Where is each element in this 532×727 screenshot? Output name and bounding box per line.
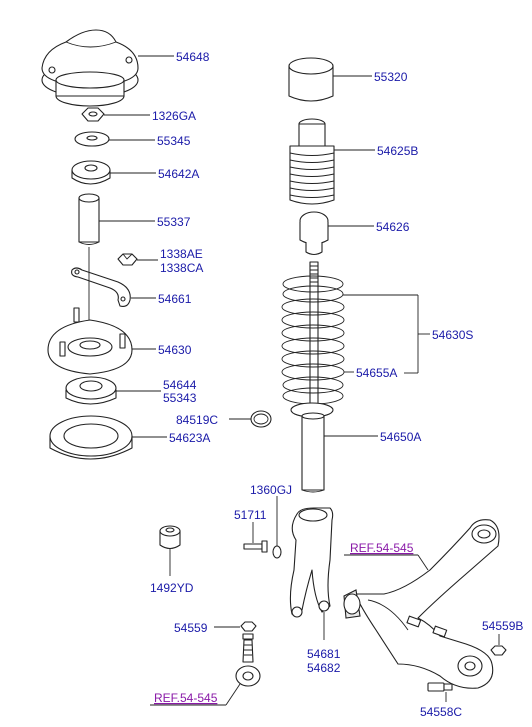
callout-55337[interactable]: 55337 [157, 215, 191, 229]
washer-part [74, 131, 110, 147]
lower-control-arm-part [343, 519, 500, 689]
callout-54642a[interactable]: 54642A [158, 167, 199, 181]
callout-54682[interactable]: 54682 [307, 661, 341, 675]
callout-55320[interactable]: 55320 [374, 70, 408, 84]
piston-rod-part [309, 261, 319, 413]
callout-54661[interactable]: 54661 [158, 292, 192, 306]
wheel-stud-bolt-part [243, 540, 268, 553]
callout-1338ae[interactable]: 1338AE [160, 247, 203, 261]
callout-51711[interactable]: 51711 [234, 508, 267, 522]
spacer-tube-part [78, 193, 100, 245]
leader-bracket-54630s [343, 294, 430, 374]
callout-54559[interactable]: 54559 [174, 621, 208, 635]
callout-1326ga[interactable]: 1326GA [152, 109, 196, 123]
callout-54558c[interactable]: 54558C [420, 705, 462, 719]
callout-54626[interactable]: 54626 [376, 220, 410, 234]
flange-nut-part [117, 253, 138, 266]
callout-1492yd[interactable]: 1492YD [150, 581, 194, 595]
strut-mount-cap-part [41, 29, 139, 107]
callout-84519c[interactable]: 84519C [176, 413, 218, 427]
callout-54655a[interactable]: 54655A [356, 366, 397, 380]
callout-1360gj[interactable]: 1360GJ [250, 483, 292, 497]
self-locking-nut-part [81, 107, 105, 122]
spring-pad-part [49, 415, 133, 460]
strut-bearing-part [65, 376, 117, 405]
arm-mounting-bolt-part [427, 682, 453, 692]
callout-54644[interactable]: 54644 [163, 378, 197, 392]
callout-54681[interactable]: 54681 [307, 647, 341, 661]
callout-54623a[interactable]: 54623A [169, 431, 210, 445]
rubber-bushing-part [159, 525, 181, 550]
reference-link-lower[interactable]: REF.54-545 [154, 691, 218, 705]
strut-mount-insulator-part [47, 307, 133, 375]
strut-bushing-part [71, 160, 111, 185]
reference-link-upper[interactable]: REF.54-545 [350, 541, 414, 555]
callout-1338ca[interactable]: 1338CA [160, 261, 203, 275]
ball-joint-part [235, 621, 261, 687]
callout-55343[interactable]: 55343 [163, 391, 197, 405]
leader-line [225, 683, 241, 706]
callout-54625b[interactable]: 54625B [377, 144, 418, 158]
dust-cap-part [288, 57, 334, 102]
callout-54630s[interactable]: 54630S [432, 328, 473, 342]
leader-line [417, 554, 429, 571]
bump-stopper-part [299, 211, 329, 256]
lock-nut-part [490, 645, 507, 656]
shock-absorber-body-part [301, 412, 325, 493]
knuckle-bracket-part [289, 507, 334, 618]
dust-boot-bellows-part [289, 118, 335, 205]
mounting-bracket-part [71, 267, 131, 307]
callout-54650a[interactable]: 54650A [380, 430, 421, 444]
callout-54630[interactable]: 54630 [158, 343, 192, 357]
callout-55345[interactable]: 55345 [157, 134, 191, 148]
callout-54648[interactable]: 54648 [176, 50, 210, 64]
coil-spring-part [281, 275, 345, 405]
small-washer-part [272, 545, 282, 559]
o-ring-part [250, 410, 272, 428]
callout-54559b[interactable]: 54559B [482, 619, 523, 633]
